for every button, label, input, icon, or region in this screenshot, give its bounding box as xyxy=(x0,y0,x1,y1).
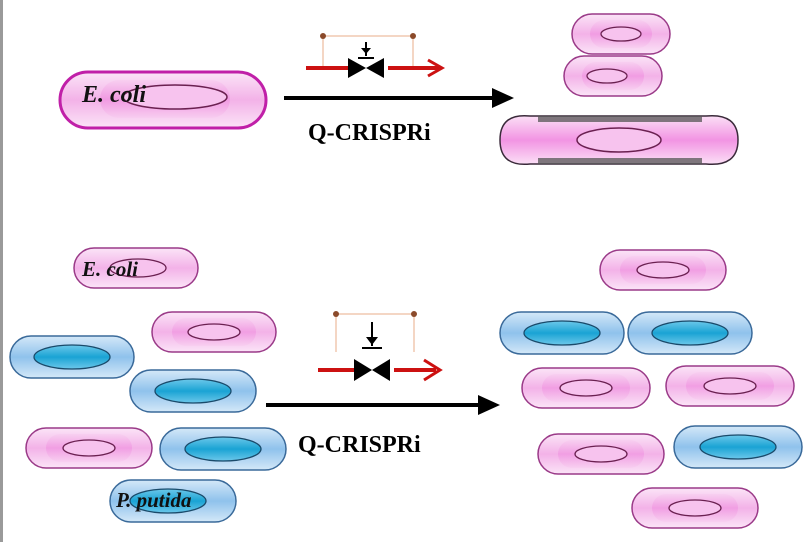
top-right-cell-1 xyxy=(571,13,671,55)
bottom-method-label: Q-CRISPRi xyxy=(298,432,421,458)
bottom-left-putida-cell-2 xyxy=(129,369,257,413)
top-ecoli-cell xyxy=(58,70,268,130)
top-process-arrow xyxy=(284,88,514,108)
bottom-ecoli-label: E. coli xyxy=(81,257,138,281)
bottom-putida-cell-labeled xyxy=(109,479,237,523)
bottom-ecoli-cell-labeled xyxy=(73,247,199,289)
bottom-left-putida-cell-1 xyxy=(9,335,135,379)
top-right-elongated-cell xyxy=(499,114,739,166)
bottom-right-ecoli-cell-2 xyxy=(521,367,651,409)
bottom-left-ecoli-cell-2 xyxy=(151,311,277,353)
bottom-right-ecoli-cell-4 xyxy=(537,433,665,475)
bottom-process-arrow xyxy=(266,395,500,415)
top-right-cell-2 xyxy=(563,55,663,97)
top-ecoli-label: E. coli xyxy=(81,82,146,108)
left-border xyxy=(0,0,3,542)
bottom-right-putida-cell-3 xyxy=(673,425,803,469)
bottom-right-putida-cell-2 xyxy=(627,311,753,355)
bottom-right-putida-cell-1 xyxy=(499,311,625,355)
top-circuit-icon xyxy=(306,33,446,78)
bottom-right-ecoli-cell-5 xyxy=(631,487,759,529)
bottom-right-ecoli-cell-3 xyxy=(665,365,795,407)
bottom-left-putida-cell-3 xyxy=(159,427,287,471)
bottom-putida-label: P. putida xyxy=(115,488,191,512)
bottom-right-ecoli-cell-1 xyxy=(599,249,727,291)
bottom-left-ecoli-cell-3 xyxy=(25,427,153,469)
top-method-label: Q-CRISPRi xyxy=(308,120,431,146)
bottom-circuit-icon xyxy=(318,311,443,382)
